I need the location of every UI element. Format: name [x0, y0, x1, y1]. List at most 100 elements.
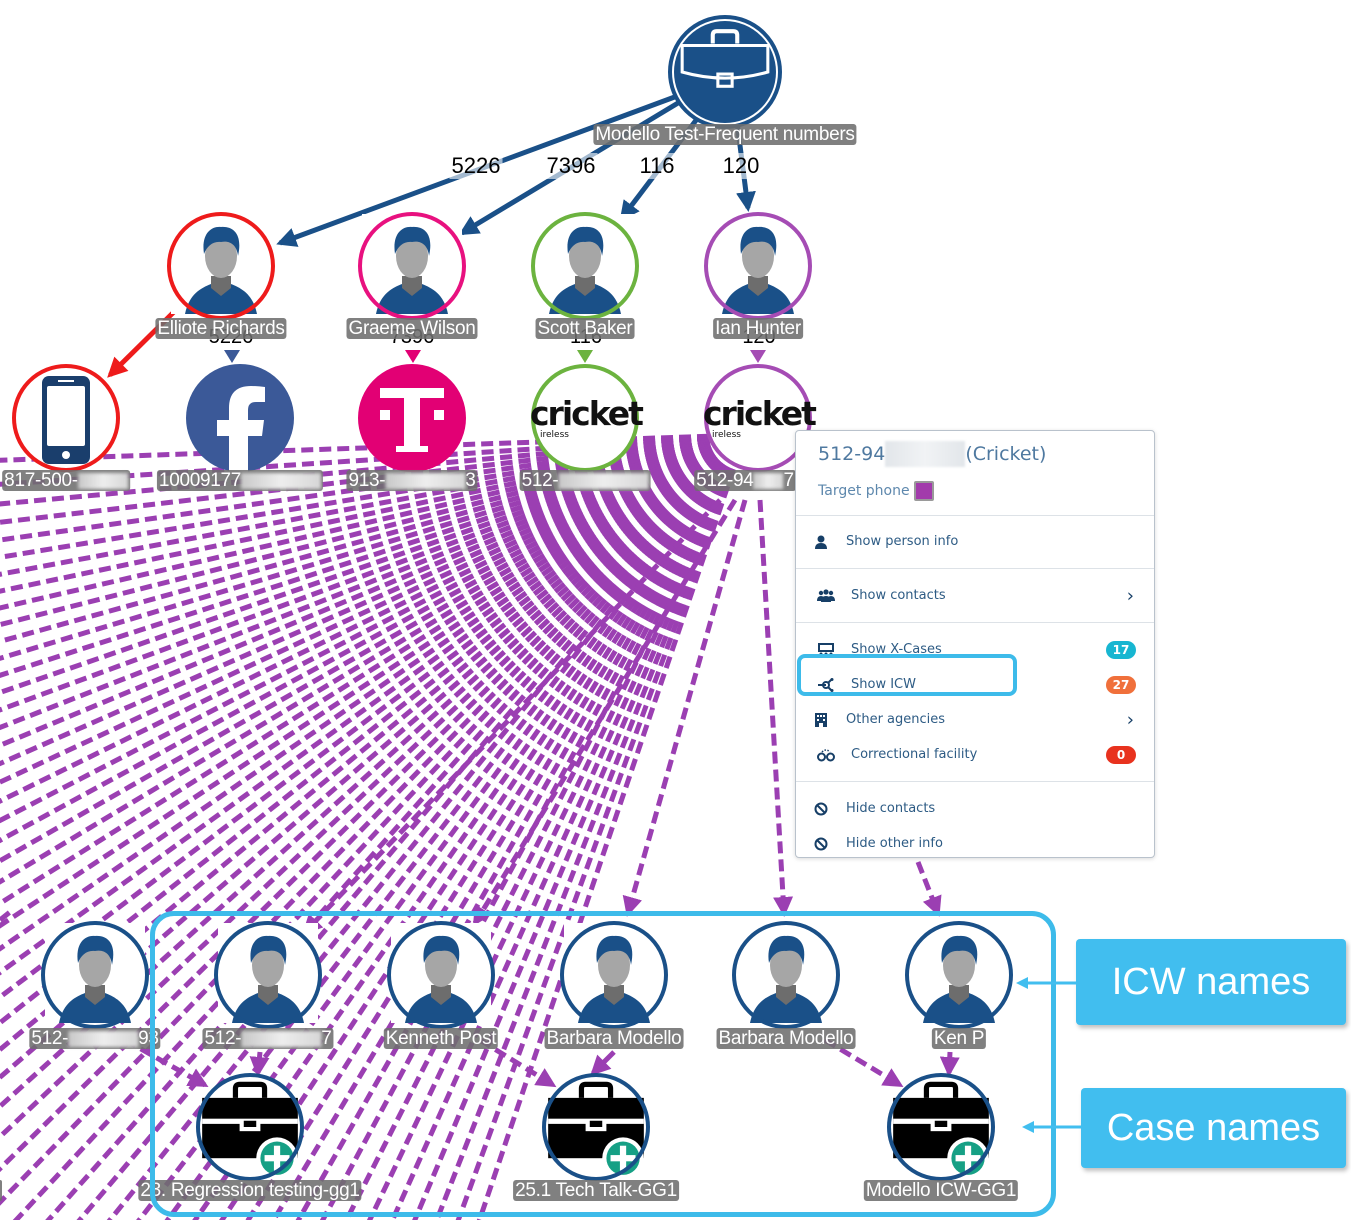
identifier-cricket-node-2[interactable]: cricket ireless [703, 364, 819, 472]
icw-edge[interactable] [0, 432, 746, 826]
icw-person-node[interactable] [560, 921, 668, 1029]
icw-edge-to-person[interactable] [472, 498, 738, 927]
icw-edge[interactable] [0, 432, 747, 1159]
icw-edge-to-case[interactable] [478, 1037, 557, 1088]
icw-edge[interactable] [0, 432, 746, 800]
target-name-label[interactable]: Graeme Wilson [346, 318, 478, 339]
icw-person-node[interactable] [905, 921, 1013, 1029]
icw-edge[interactable] [0, 433, 747, 1220]
icw-edge[interactable] [0, 432, 746, 629]
icw-edge[interactable] [0, 910, 12, 922]
icw-edge-to-person[interactable] [915, 861, 942, 917]
icw-edge[interactable] [0, 432, 746, 689]
icw-edge-to-case[interactable] [823, 1037, 904, 1088]
target-person-graeme[interactable] [358, 212, 466, 320]
menu-item-show-contacts[interactable]: Show contacts › [796, 578, 1154, 613]
icw-case-node[interactable] [196, 1073, 304, 1181]
icw-edge[interactable] [0, 432, 746, 773]
icw-edge-to-person[interactable] [302, 498, 722, 935]
icw-edge[interactable] [0, 433, 747, 1220]
identifier-label[interactable]: 10009177 [156, 470, 324, 491]
target-name-label[interactable]: Ian Hunter [713, 318, 803, 339]
identifier-tmobile-node[interactable] [358, 364, 466, 472]
identifier-label[interactable]: 817-500- [2, 470, 130, 491]
identifier-label[interactable]: 913-3 [346, 470, 478, 491]
icw-edge[interactable] [0, 433, 747, 1220]
menu-item-other-agencies[interactable]: Other agencies › [796, 702, 1154, 737]
menu-item-hide-other-info[interactable]: Hide other info [796, 826, 1154, 861]
icw-edge-to-case[interactable] [249, 1051, 270, 1077]
icw-case-label[interactable]: Modello ICW-GG1 [863, 1180, 1019, 1201]
icw-edge[interactable] [243, 433, 748, 1220]
icw-edge[interactable] [0, 433, 747, 1220]
icw-person-node[interactable] [41, 921, 149, 1029]
icw-edge[interactable] [0, 432, 746, 851]
icw-person-label[interactable]: Barbara Modello [716, 1028, 856, 1049]
icw-edge[interactable] [296, 434, 748, 1220]
icw-edge-to-case[interactable] [123, 1037, 209, 1088]
icw-person-label[interactable]: Kenneth Post [383, 1028, 499, 1049]
icw-edge[interactable] [13, 433, 747, 1220]
icw-person-label[interactable]: 512-7 [202, 1028, 334, 1049]
menu-item-correctional-facility[interactable]: Correctional facility 0 [796, 737, 1154, 772]
icw-case-node[interactable] [542, 1073, 650, 1181]
icw-person-node[interactable] [387, 921, 495, 1029]
icw-edge[interactable] [0, 432, 747, 1016]
icw-edge[interactable] [0, 433, 747, 1220]
icw-edge[interactable] [0, 432, 746, 746]
icw-edge[interactable] [349, 434, 748, 1220]
identifier-facebook-node[interactable] [186, 364, 294, 472]
icw-edge[interactable] [63, 433, 748, 1220]
icw-person-node[interactable] [732, 921, 840, 1029]
icw-edge[interactable] [0, 432, 747, 1080]
icw-edge[interactable] [0, 432, 746, 660]
target-person-elliote[interactable] [167, 212, 275, 320]
icw-edge[interactable] [0, 432, 747, 1178]
icw-case-node[interactable] [887, 1073, 995, 1181]
icw-edge[interactable] [0, 432, 747, 1059]
icw-case-label[interactable]: 25.1 Tech Talk-GG1 [513, 1180, 679, 1201]
icw-edge-to-case[interactable] [939, 1051, 960, 1077]
icw-edge[interactable] [0, 432, 747, 994]
icw-edge[interactable] [0, 432, 746, 718]
icw-edge[interactable] [0, 433, 747, 1220]
target-person-ian[interactable] [704, 212, 812, 320]
icw-edge[interactable] [0, 432, 747, 1140]
icw-person-label[interactable]: Barbara Modello [544, 1028, 684, 1049]
icw-edge[interactable] [0, 432, 746, 901]
icw-edge[interactable] [269, 433, 748, 1220]
icw-edge[interactable] [0, 432, 746, 948]
identifier-label[interactable]: 512- [519, 470, 651, 491]
icw-edge[interactable] [0, 432, 746, 876]
icw-edge[interactable] [0, 433, 747, 1196]
icw-edge[interactable] [0, 433, 747, 1214]
identifier-phone-node[interactable] [12, 364, 120, 472]
icw-person-node[interactable] [214, 921, 322, 1029]
icw-edge[interactable] [0, 433, 747, 1220]
icw-edge[interactable] [0, 433, 747, 1220]
root-case-node[interactable] [668, 15, 782, 129]
menu-item-show-icw[interactable]: Show ICW 27 [796, 667, 1154, 702]
menu-item-hide-contacts[interactable]: Hide contacts [796, 791, 1154, 826]
icw-edge[interactable] [0, 433, 747, 1220]
icw-edge[interactable] [0, 432, 746, 925]
target-name-label[interactable]: Scott Baker [535, 318, 635, 339]
icw-edge-to-person[interactable] [757, 499, 794, 917]
target-name-label[interactable]: Elliote Richards [155, 318, 287, 339]
menu-item-show-person-info[interactable]: Show person info [796, 524, 1154, 559]
target-person-scott[interactable] [531, 212, 639, 320]
icw-person-label[interactable]: Ken P [931, 1028, 987, 1049]
menu-item-show-x-cases[interactable]: Show X-Cases 17 [796, 632, 1154, 667]
icw-edge-to-case[interactable] [590, 1050, 616, 1076]
icw-edge[interactable] [0, 433, 747, 1220]
icw-edge[interactable] [322, 434, 748, 1220]
root-case-label[interactable]: Modello Test-Frequent numbers [593, 124, 857, 145]
icw-edge[interactable] [376, 434, 748, 1220]
target-color-swatch[interactable] [913, 481, 934, 501]
icw-person-label[interactable]: 512-93 [29, 1028, 161, 1049]
icw-edge[interactable] [0, 432, 747, 1038]
icw-edge[interactable] [0, 432, 747, 972]
icw-case-label[interactable]: 23. Regression testing-gg1 [138, 1180, 362, 1201]
